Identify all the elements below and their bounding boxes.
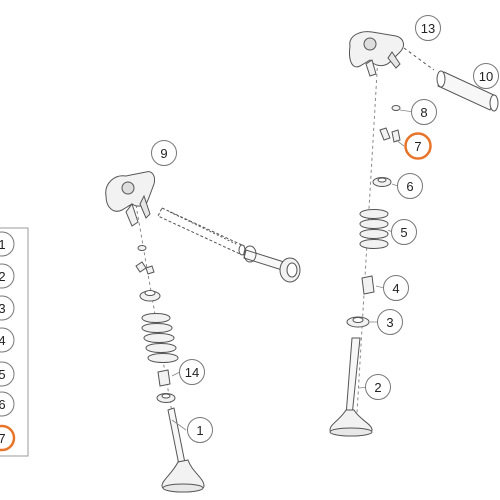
legend-item: 2 [0, 263, 15, 289]
right-valve-spring [359, 209, 389, 249]
callout-label: 10 [479, 69, 493, 84]
callout-6[interactable]: 6 [397, 173, 423, 199]
right-valve-assembly [329, 31, 499, 437]
callout-7-highlighted[interactable]: 7 [404, 132, 432, 160]
right-rocker-arm [349, 31, 404, 77]
left-rocker-pin [243, 245, 301, 283]
callout-2[interactable]: 2 [365, 374, 391, 400]
legend-item-label: 1 [0, 237, 6, 252]
legend-item-label: 4 [0, 333, 6, 348]
legend-item: 3 [0, 295, 15, 321]
legend-item-label: 7 [0, 431, 6, 446]
callouts: 13 10 8 7 9 6 5 4 [151, 15, 499, 443]
callout-label: 9 [160, 146, 167, 161]
legend-item-label: 2 [0, 269, 6, 284]
legend-item: 4 [0, 327, 15, 353]
callout-label: 1 [196, 423, 203, 438]
callout-label: 7 [414, 139, 421, 154]
callout-label: 3 [386, 315, 393, 330]
left-stem-seal [157, 369, 171, 387]
callout-label: 14 [185, 365, 199, 380]
left-valve [161, 407, 205, 493]
left-rocker-arm [105, 171, 155, 227]
right-stem-seal [361, 275, 375, 295]
legend-item: 6 [0, 391, 15, 417]
callout-3[interactable]: 3 [377, 309, 403, 335]
legend-item: 5 [0, 361, 15, 387]
legend-item-label: 6 [0, 397, 6, 412]
left-valve-assembly [105, 171, 301, 493]
right-rocker-shaft [403, 47, 499, 112]
callout-label: 2 [374, 380, 381, 395]
left-valve-spring [141, 313, 179, 363]
callout-label: 8 [420, 105, 427, 120]
callout-label: 4 [392, 281, 399, 296]
legend-frame [0, 227, 29, 457]
callout-10[interactable]: 10 [473, 63, 499, 89]
callout-13[interactable]: 13 [415, 15, 441, 41]
legend-item-label: 3 [0, 301, 6, 316]
left-shim [137, 245, 147, 251]
legend-list: 1 2 3 4 5 6 7 [0, 227, 29, 457]
right-shim [391, 105, 401, 111]
callout-4[interactable]: 4 [383, 275, 409, 301]
callout-5[interactable]: 5 [391, 219, 417, 245]
left-rocker-shaft [157, 207, 246, 256]
legend-item: 1 [0, 231, 15, 257]
right-valve [329, 337, 373, 437]
callout-label: 13 [421, 21, 435, 36]
callout-14[interactable]: 14 [179, 359, 205, 385]
callout-label: 5 [400, 225, 407, 240]
callout-label: 6 [406, 179, 413, 194]
callout-9[interactable]: 9 [151, 140, 177, 166]
right-valve-cotters [379, 127, 401, 143]
callout-8[interactable]: 8 [411, 99, 437, 125]
callout-1[interactable]: 1 [187, 417, 213, 443]
legend-item-highlighted[interactable]: 7 [0, 424, 16, 452]
left-valve-cotters [135, 261, 155, 275]
legend-item-label: 5 [0, 367, 6, 382]
